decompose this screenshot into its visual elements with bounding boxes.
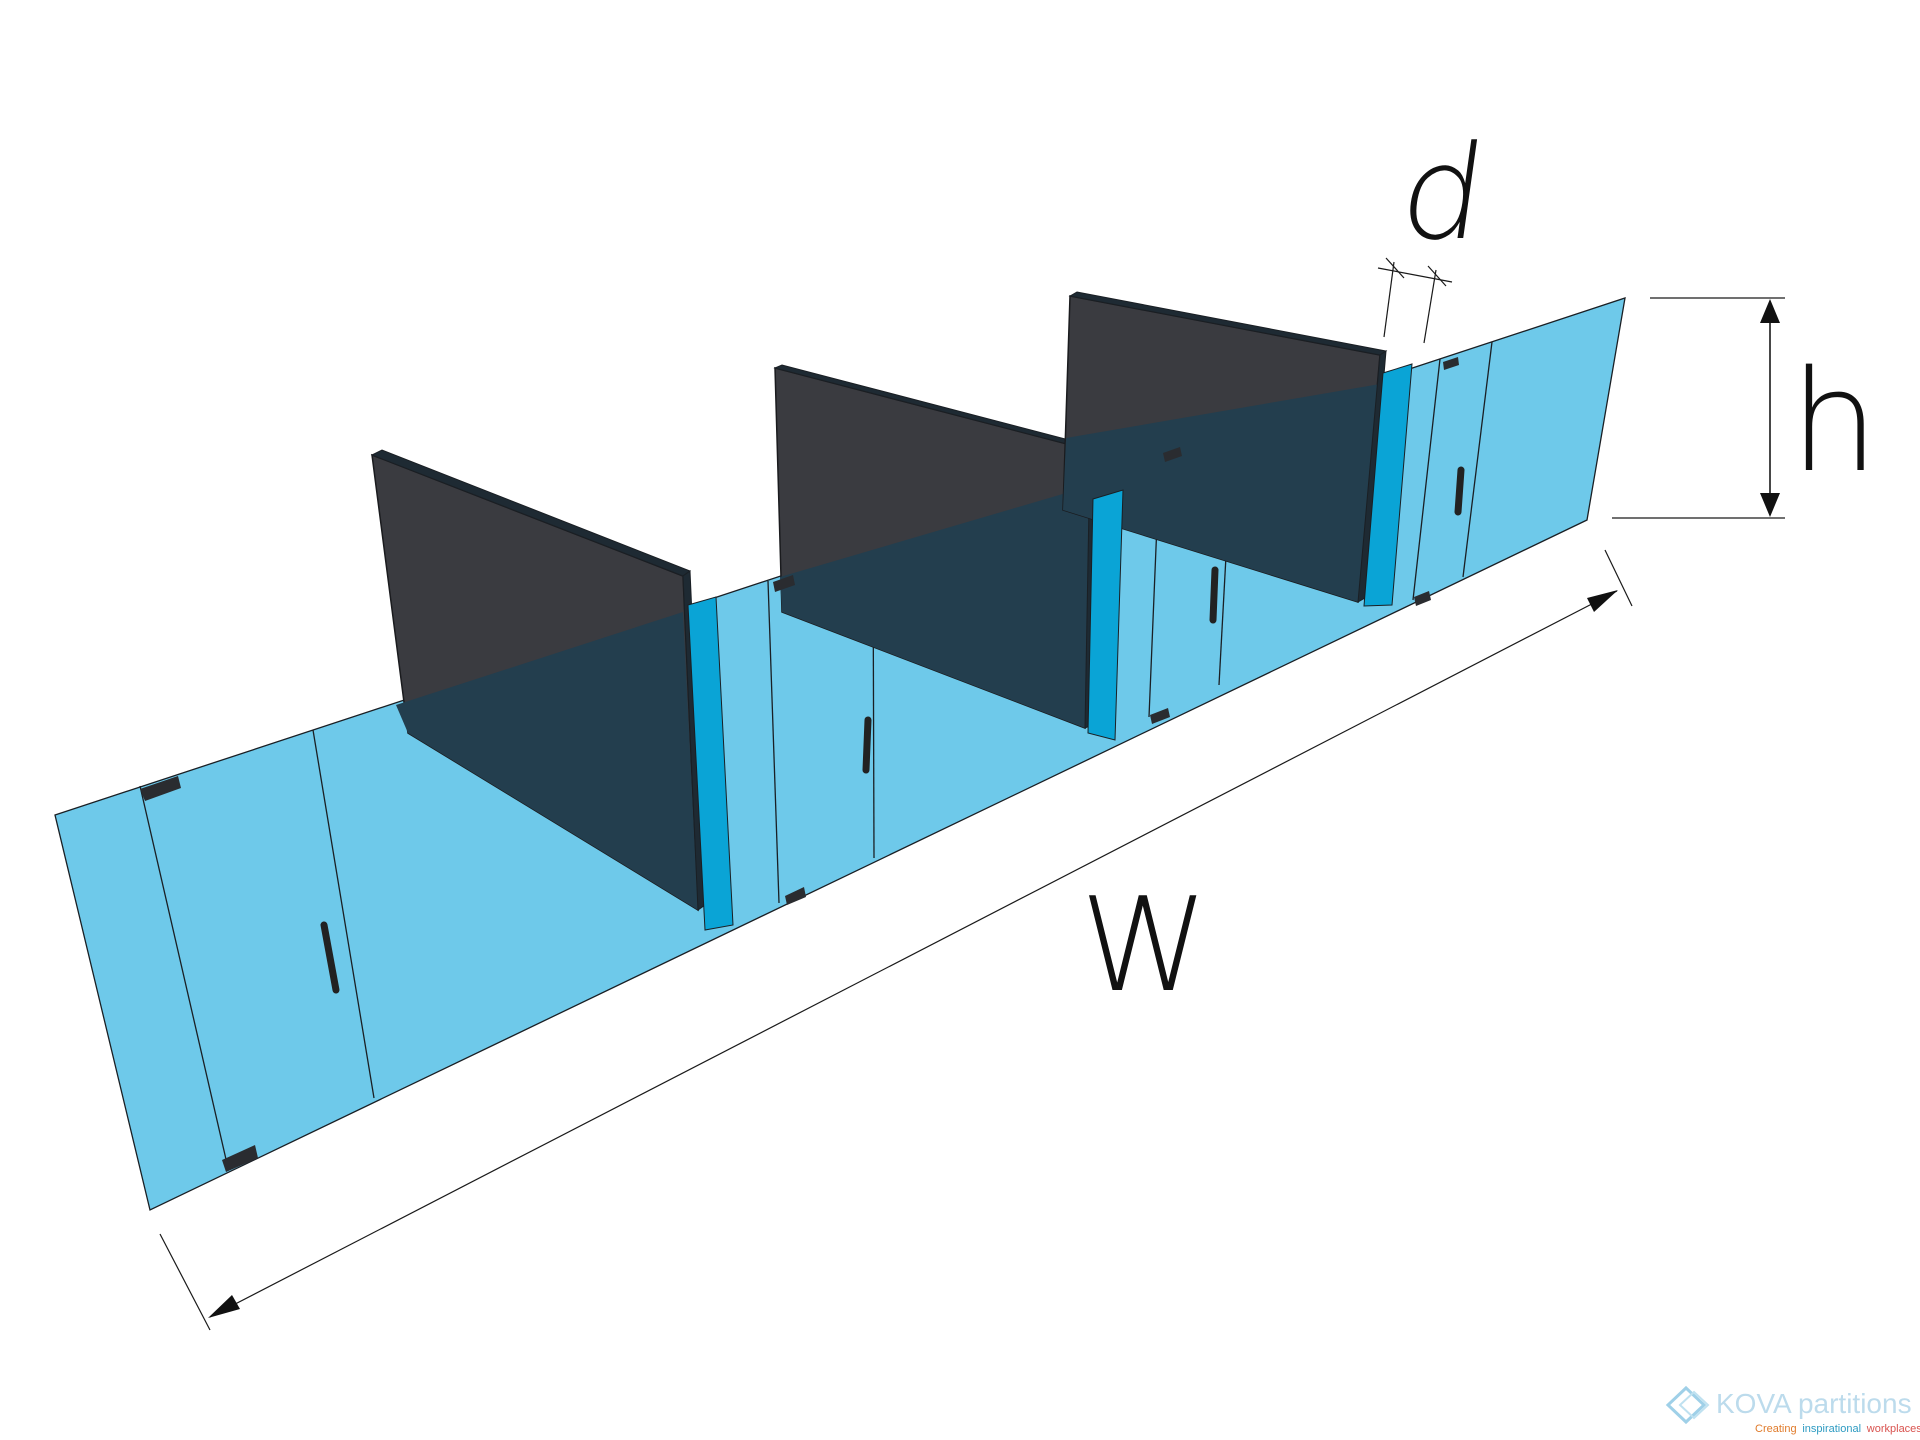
brand-tagline: Creating inspirational workplaces [1755, 1423, 1920, 1435]
arrow-head-icon [1760, 493, 1780, 517]
divider-panel-3 [1062, 291, 1388, 603]
arrow-head-icon [1760, 299, 1780, 323]
width-dimension: W [159, 549, 1633, 1331]
arrow-head-icon [208, 1295, 240, 1318]
width-label: W [1080, 869, 1209, 1021]
brand-name: KOVA partitions [1716, 1388, 1912, 1419]
brand-watermark: KOVA partitions Creating inspirational w… [1665, 1385, 1920, 1435]
arrow-head-icon [1587, 590, 1618, 612]
height-dimension: h [1612, 297, 1879, 519]
glass-edge-strips [687, 363, 1413, 931]
door-hinges [140, 357, 1459, 1172]
kova-logo-icon [1665, 1385, 1710, 1425]
door-handles [320, 466, 1465, 994]
divider-panel-1 [370, 449, 706, 912]
depth-label: d [1391, 118, 1495, 269]
height-label: h [1790, 341, 1879, 504]
depth-dimension: d [1377, 118, 1495, 344]
